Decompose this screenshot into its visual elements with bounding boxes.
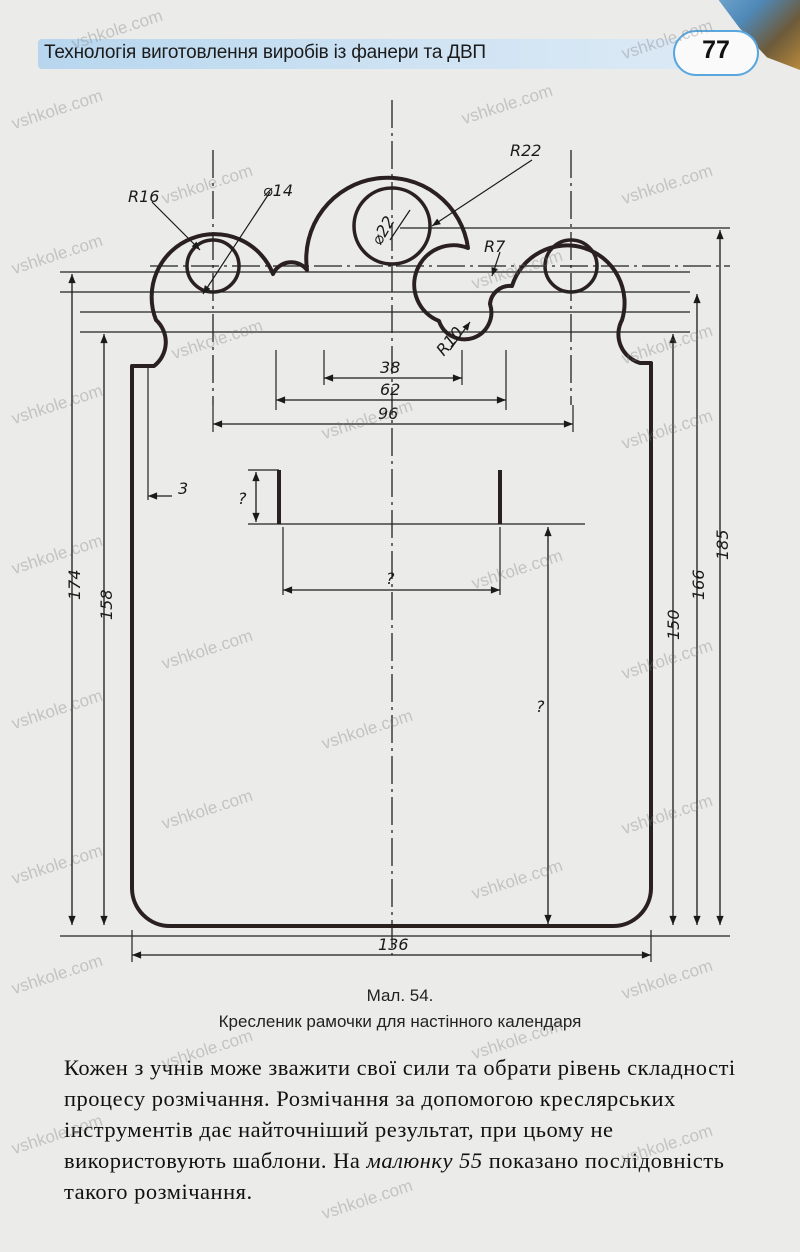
label-d22: ⌀22 <box>367 213 398 248</box>
label-158: 158 <box>97 589 116 620</box>
label-r22: R22 <box>510 141 541 160</box>
label-38: 38 <box>380 358 400 377</box>
label-96: 96 <box>378 404 398 423</box>
center-lines <box>150 100 730 955</box>
leader-lines <box>151 159 533 351</box>
extension-lines <box>60 227 730 962</box>
label-166: 166 <box>689 569 708 600</box>
label-d14: ⌀14 <box>263 181 293 200</box>
label-150: 150 <box>664 609 683 640</box>
label-136: 136 <box>378 935 409 954</box>
label-62: 62 <box>380 380 400 399</box>
label-slot-width: ? <box>386 569 395 588</box>
body-paragraph: Кожен з учнів може зважити свої сили та … <box>64 1052 756 1207</box>
figure-reference: малюнку 55 <box>366 1148 483 1173</box>
figure-number: Мал. 54. <box>366 986 434 1005</box>
body-text-part1: Кожен з учнів може зважити свої сили та … <box>64 1055 736 1173</box>
label-slot-height: ? <box>238 489 247 508</box>
label-depth: ? <box>536 697 545 716</box>
dimension-lines <box>68 230 724 959</box>
slot <box>277 470 502 524</box>
technical-drawing: R16 ⌀14 R22 ⌀22 R7 R10 38 62 96 136 3 ? … <box>60 100 732 962</box>
label-185: 185 <box>713 529 732 560</box>
label-174: 174 <box>65 569 84 600</box>
chapter-title: Технологія виготовлення виробів із фанер… <box>44 42 486 63</box>
figure-caption: Кресленик рамочки для настінного календа… <box>218 1012 582 1031</box>
label-r7: R7 <box>484 237 506 256</box>
page-number: 77 <box>702 36 730 64</box>
body-text-part2: показано послідовність такого розмічання… <box>64 1148 725 1204</box>
page-number-badge <box>673 30 759 76</box>
label-r16: R16 <box>128 187 159 206</box>
label-3: 3 <box>178 479 188 498</box>
header-bar <box>38 39 684 69</box>
frame-outline <box>130 175 653 928</box>
